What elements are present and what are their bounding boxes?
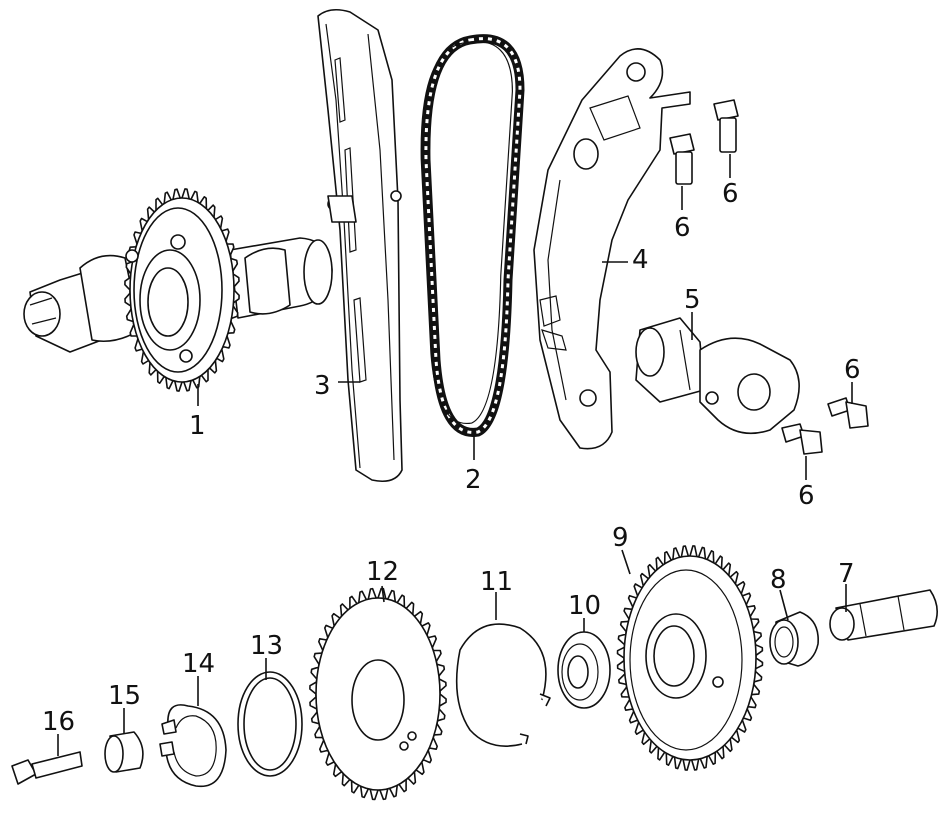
circlip xyxy=(159,704,227,788)
callout-9: 9 xyxy=(612,523,629,553)
callout-1: 1 xyxy=(189,411,206,441)
timing-chain xyxy=(420,34,525,437)
tensioner-rail xyxy=(533,48,691,450)
callout-10: 10 xyxy=(568,591,601,621)
ball-bearing xyxy=(557,631,611,709)
callout-14: 14 xyxy=(182,649,215,679)
bolt-16 xyxy=(11,751,83,785)
callout-4: 4 xyxy=(632,245,649,275)
callout-12: 12 xyxy=(366,557,399,587)
chain-tensioner xyxy=(635,317,800,435)
camshaft-assembly xyxy=(23,188,333,392)
callout-7: 7 xyxy=(838,559,855,589)
spacer xyxy=(104,731,144,773)
bolt-d xyxy=(781,423,823,455)
needle-bearing xyxy=(769,611,819,667)
callout-15: 15 xyxy=(108,681,141,711)
callout-11: 11 xyxy=(480,567,513,597)
callout-6-a: 6 xyxy=(674,213,691,243)
callout-5: 5 xyxy=(684,285,701,315)
callout-16: 16 xyxy=(42,707,75,737)
bolt-a xyxy=(669,133,695,185)
shaft xyxy=(829,589,938,641)
callout-6-b: 6 xyxy=(722,179,739,209)
callout-3: 3 xyxy=(314,371,331,401)
snap-ring-large xyxy=(455,623,551,747)
callout-6-c: 6 xyxy=(844,355,861,385)
leader-lines xyxy=(57,154,853,756)
callout-8: 8 xyxy=(770,565,787,595)
bolt-b xyxy=(713,99,739,153)
chain-guide xyxy=(317,8,403,483)
callout-2: 2 xyxy=(465,465,482,495)
drive-sprocket xyxy=(309,587,447,801)
bolt-c xyxy=(827,397,869,429)
callout-13: 13 xyxy=(250,631,283,661)
idler-gear xyxy=(616,545,764,771)
callout-6-d: 6 xyxy=(798,481,815,511)
callouts: 1 2 3 4 5 6 6 6 6 7 8 9 10 11 12 13 14 1… xyxy=(42,179,861,737)
o-ring xyxy=(237,671,303,777)
